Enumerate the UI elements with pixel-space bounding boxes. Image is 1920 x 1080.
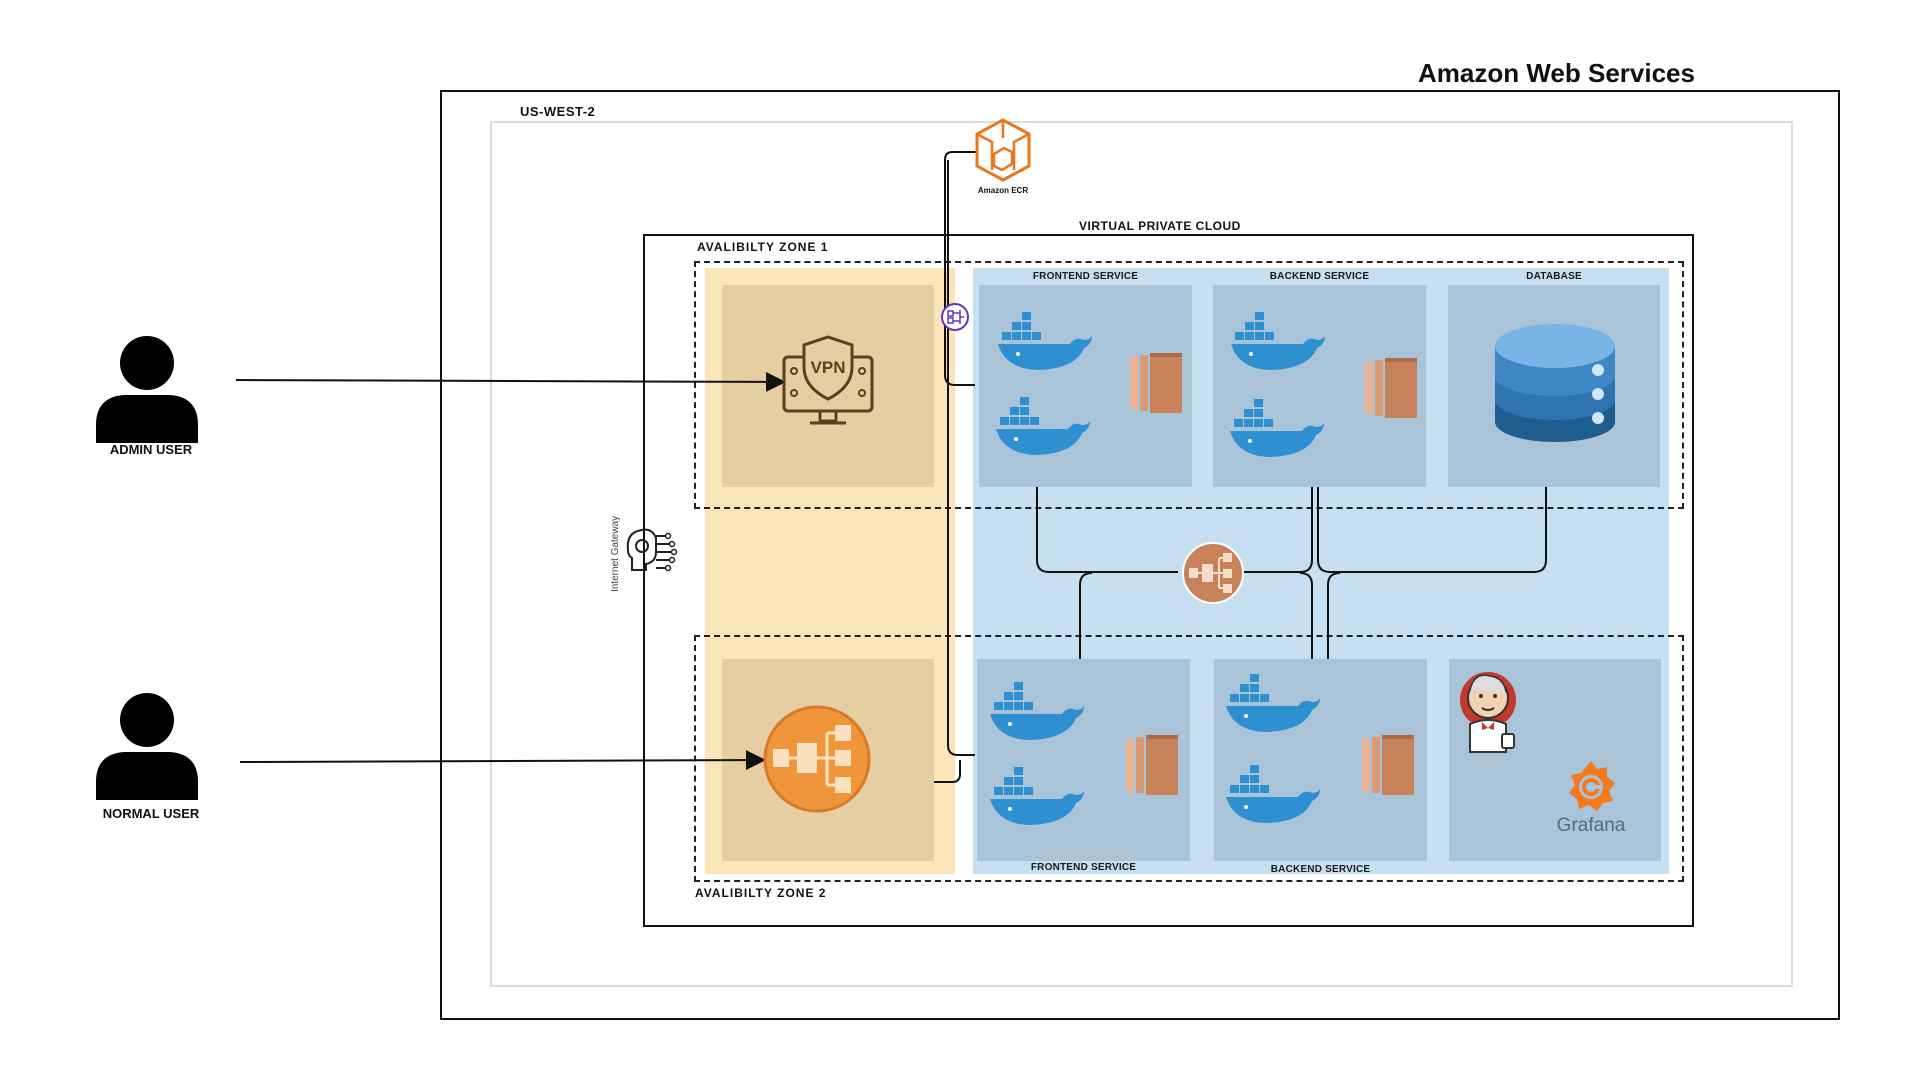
ec2-instance-icon [1130,351,1182,415]
az2-label: AVALIBILTY ZONE 2 [695,886,827,900]
vpn-icon: VPN [780,333,876,429]
aws-cloud-boundary [440,90,1840,1020]
region-label: US-WEST-2 [520,104,596,119]
vpc-label: VIRTUAL PRIVATE CLOUD [1079,219,1241,233]
vpc-boundary [643,234,1694,927]
docker-container-icon [1229,310,1327,372]
ecr-label: Amazon ECR [977,186,1029,195]
docker-container-icon [1228,397,1326,459]
ec2-instance-icon [1365,356,1417,420]
backend-service-label-top: BACKEND SERVICE [1269,271,1370,282]
docker-container-icon [996,310,1094,372]
docker-container-icon [994,395,1092,457]
docker-container-icon [1224,763,1322,825]
admin-user-icon [94,335,204,443]
region-boundary [490,121,1793,987]
frontend-service-label-bottom: FRONTEND SERVICE [1030,862,1137,873]
ec2-instance-icon [1362,733,1414,797]
frontend-service-label-top: FRONTEND SERVICE [1032,271,1139,282]
endpoint-icon [940,302,970,332]
docker-container-icon [988,765,1086,827]
availability-zone-2 [694,635,1684,882]
az1-label: AVALIBILTY ZONE 1 [697,240,829,254]
jenkins-icon [1456,668,1524,758]
admin-user-label: ADMIN USER [109,442,193,457]
grafana-icon [1563,757,1619,819]
availability-zone-1 [694,261,1684,509]
internal-load-balancer-icon [1181,541,1245,605]
docker-container-icon [988,680,1086,742]
normal-user-label: NORMAL USER [102,806,200,821]
diagram-title: Amazon Web Services [1418,58,1695,88]
database-label: DATABASE [1526,271,1582,282]
vpn-text: VPN [811,358,846,377]
load-balancer-icon [763,705,871,813]
grafana-label: Grafana [1556,815,1626,836]
internet-gateway-icon [622,524,678,580]
internet-gateway-label: Internet Gateway [610,515,621,592]
ec2-instance-icon [1126,733,1178,797]
database-icon [1494,322,1616,444]
normal-user-icon [94,692,204,800]
ecr-icon [974,118,1032,184]
docker-container-icon [1224,672,1322,734]
backend-service-label-bottom: BACKEND SERVICE [1270,864,1371,875]
